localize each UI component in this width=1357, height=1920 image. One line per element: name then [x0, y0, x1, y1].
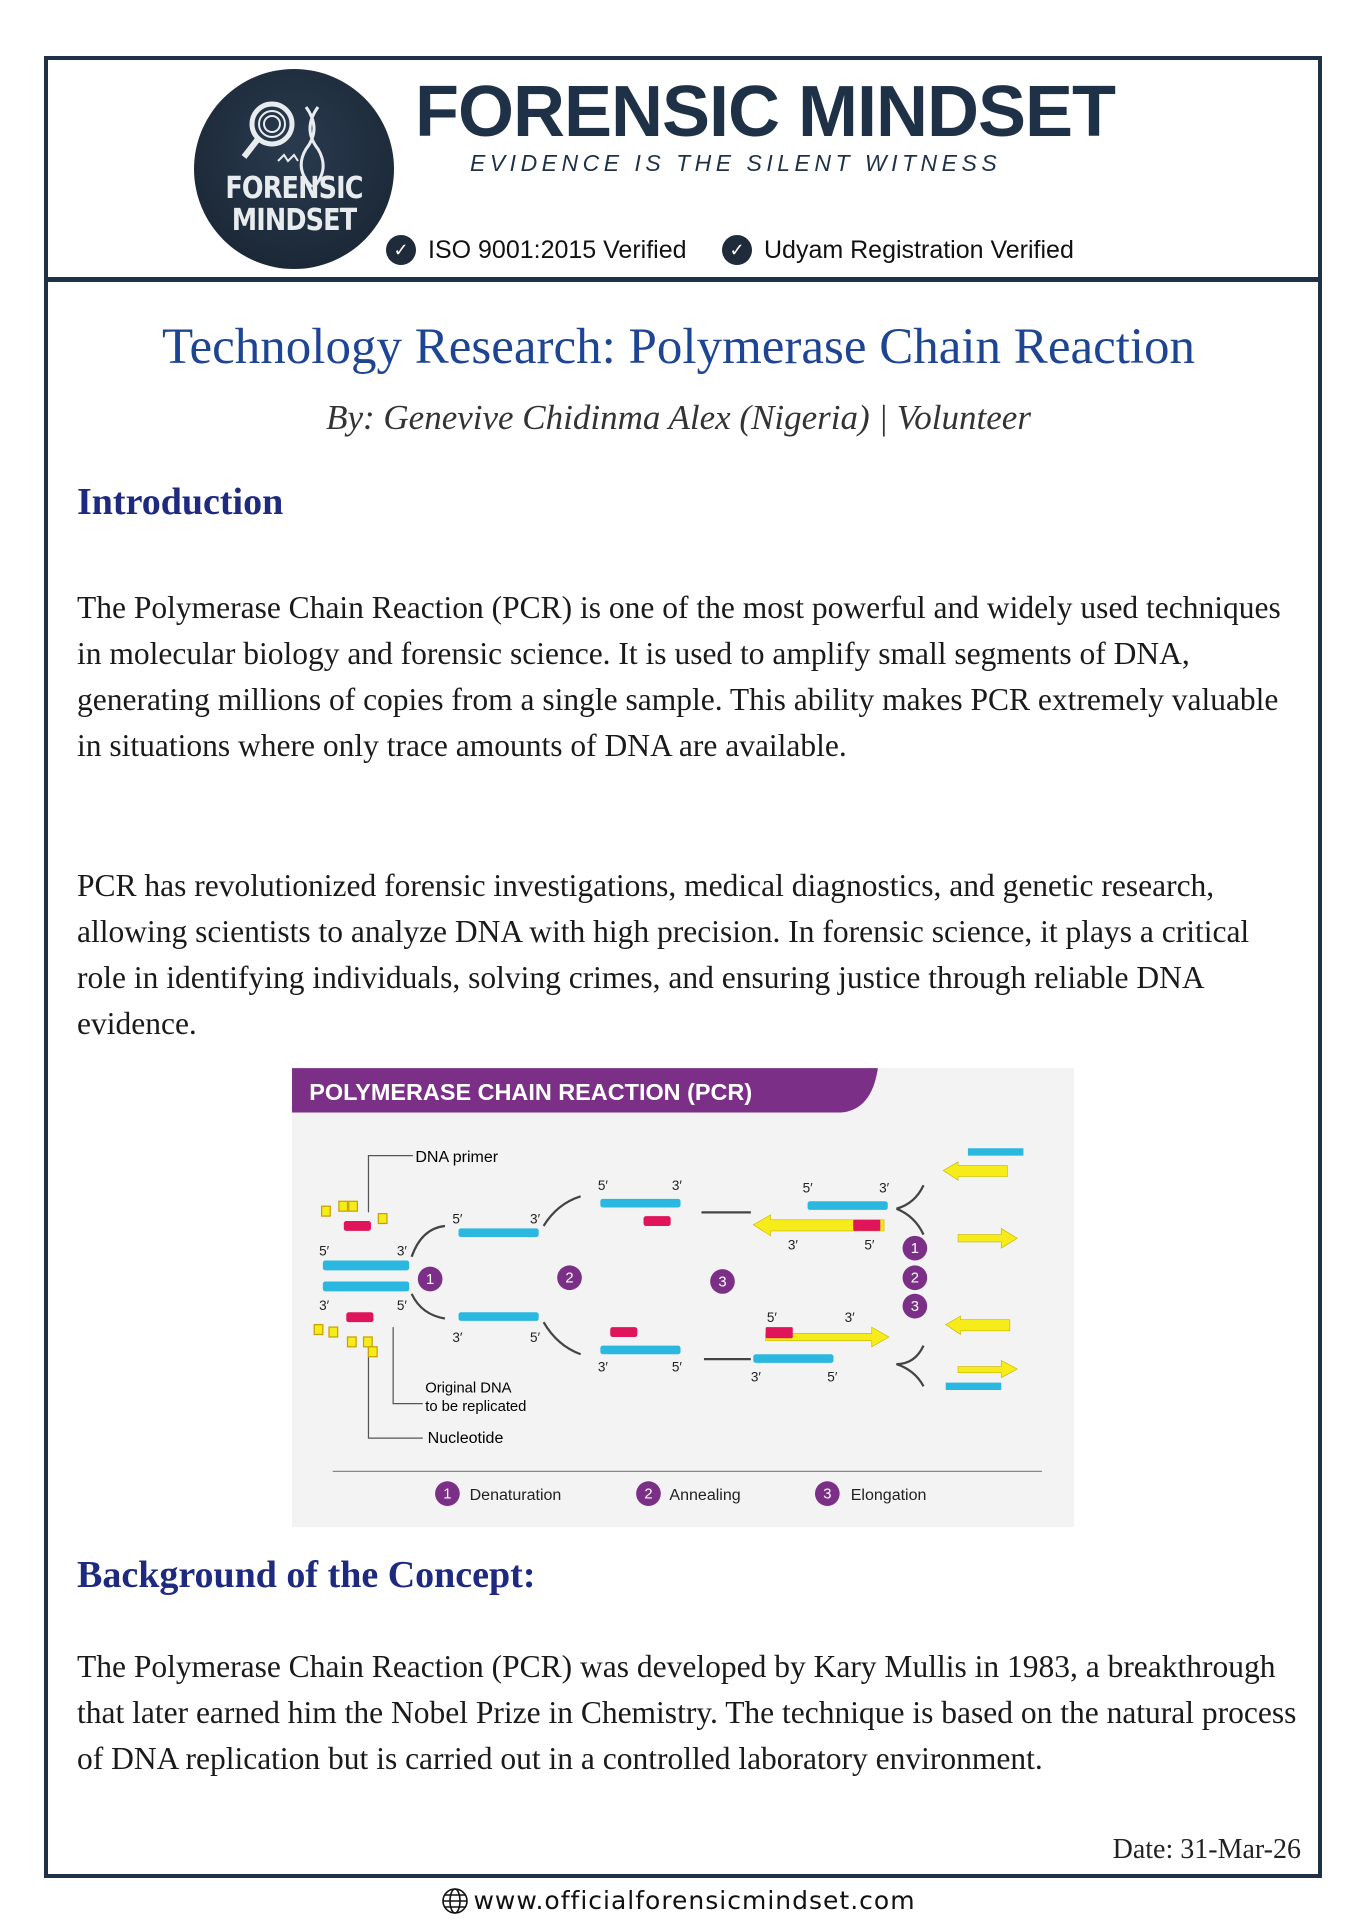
section-heading-background: Background of the Concept:: [77, 1554, 536, 1596]
legend-number: 1: [443, 1487, 451, 1503]
fingerprint-dna-icon: [241, 101, 325, 189]
logo: FORENSIC MINDSET: [194, 69, 394, 269]
figure-title: POLYMERASE CHAIN REACTION (PCR): [309, 1079, 752, 1105]
website-link[interactable]: www.officialforensicmindset.com: [473, 1886, 916, 1915]
legend-number: 3: [823, 1487, 831, 1503]
nucleotides: [313, 1200, 388, 1358]
five-prime-label: 5′: [397, 1298, 408, 1313]
five-prime-label: 5′: [452, 1211, 463, 1226]
step-number: 3: [718, 1274, 726, 1290]
page-frame: [44, 56, 1322, 1878]
iso-badge: ✓ ISO 9001:2015 Verified: [386, 235, 687, 265]
three-prime-label: 3′: [672, 1178, 683, 1193]
paragraph: The Polymerase Chain Reaction (PCR) is o…: [77, 590, 1281, 763]
step-number: 2: [565, 1271, 573, 1287]
legend-annealing: Annealing: [669, 1486, 740, 1504]
globe-icon: [442, 1887, 469, 1914]
step-number: 1: [426, 1272, 434, 1288]
pcr-diagram-svg: POLYMERASE CHAIN REACTION (PCR) DNA prim…: [292, 1068, 1042, 1506]
tagline: EVIDENCE IS THE SILENT WITNESS: [470, 150, 1002, 176]
three-prime-label: 3′: [530, 1211, 541, 1226]
three-prime-label: 3′: [751, 1369, 762, 1384]
step-markers: [417, 1235, 928, 1506]
paragraph: PCR has revolutionized forensic investig…: [77, 868, 1250, 1041]
check-icon: ✓: [722, 235, 752, 265]
footer: www.officialforensicmindset.com: [0, 1886, 1357, 1915]
five-prime-label: 5′: [767, 1310, 778, 1325]
legend-elongation: Elongation: [851, 1486, 927, 1504]
five-prime-label: 5′: [864, 1237, 875, 1252]
byline: By: Genevive Chidinma Alex (Nigeria) | V…: [326, 398, 1031, 437]
three-prime-label: 3′: [452, 1330, 463, 1345]
new-strands: [752, 1161, 1018, 1379]
label-nucleotide: Nucleotide: [428, 1429, 504, 1447]
three-prime-label: 3′: [879, 1181, 890, 1196]
legend-denaturation: Denaturation: [470, 1486, 562, 1504]
five-prime-label: 5′: [598, 1178, 609, 1193]
step-number: 1: [911, 1241, 919, 1257]
check-icon: ✓: [386, 235, 416, 265]
three-prime-label: 3′: [397, 1244, 408, 1259]
three-prime-label: 3′: [319, 1298, 330, 1313]
five-prime-label: 5′: [803, 1181, 814, 1196]
flow-arrows: [410, 1184, 925, 1387]
iso-badge-label: ISO 9001:2015 Verified: [428, 235, 687, 264]
udyam-badge: ✓ Udyam Registration Verified: [722, 235, 1074, 265]
three-prime-label: 3′: [845, 1310, 856, 1325]
pcr-diagram: POLYMERASE CHAIN REACTION (PCR) DNA prim…: [292, 1068, 1074, 1527]
primers: [343, 1216, 881, 1339]
five-prime-label: 5′: [530, 1330, 541, 1345]
three-prime-label: 3′: [598, 1360, 609, 1375]
label-dna-primer: DNA primer: [415, 1148, 498, 1166]
dna-strands: [322, 1148, 1024, 1391]
logo-text-line1: FORENSIC: [225, 171, 363, 206]
step-number: 3: [911, 1299, 919, 1315]
header-divider: [44, 277, 1322, 282]
five-prime-label: 5′: [827, 1369, 838, 1384]
figure-title-band: [292, 1068, 878, 1113]
step-number: 2: [911, 1271, 919, 1287]
page-title: Technology Research: Polymerase Chain Re…: [161, 319, 1196, 375]
udyam-badge-label: Udyam Registration Verified: [764, 235, 1074, 264]
paragraph: The Polymerase Chain Reaction (PCR) was …: [77, 1649, 1297, 1776]
three-prime-label: 3′: [788, 1237, 799, 1252]
five-prime-label: 5′: [672, 1360, 683, 1375]
document-date: Date: 31-Mar-26: [1112, 1834, 1301, 1865]
logo-text-line2: MINDSET: [231, 203, 357, 238]
label-original-dna: Original DNA: [425, 1380, 511, 1396]
brand-name: FORENSIC MINDSET: [415, 72, 1116, 152]
legend-number: 2: [644, 1487, 652, 1503]
section-heading-introduction: Introduction: [77, 481, 284, 523]
five-prime-label: 5′: [319, 1244, 330, 1259]
label-original-dna-2: to be replicated: [425, 1399, 526, 1415]
